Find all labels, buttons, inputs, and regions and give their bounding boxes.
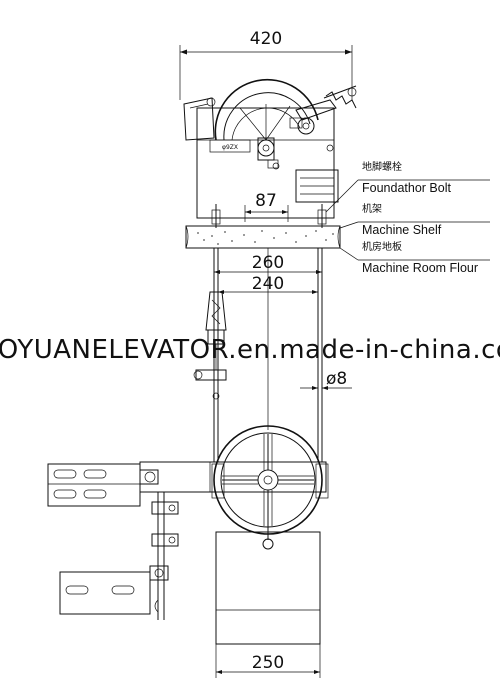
dim-250-label: 250 <box>252 653 284 673</box>
label-foundation-bolt-en: Foundathor Bolt <box>362 181 451 195</box>
machine-floor-slab <box>185 225 341 249</box>
support-rod <box>149 492 179 620</box>
label-machine-floor-en: Machine Room Flour <box>362 261 478 275</box>
dim-87-label: 87 <box>255 191 277 211</box>
tension-pulley <box>139 425 329 550</box>
speed-governor: φ9ZX <box>183 78 357 219</box>
dimension-250: 250 <box>215 644 321 678</box>
counterweight <box>215 531 321 645</box>
dim-420-label: 420 <box>250 29 282 49</box>
foundation-bolts <box>211 204 327 228</box>
governor-ropes <box>213 248 323 462</box>
label-machine-shelf-cn: 机架 <box>362 202 382 215</box>
mounting-bracket-lower <box>59 571 151 615</box>
label-foundation-bolt-cn: 地脚螺栓 <box>362 160 402 173</box>
dim-rope-dia-label: ø8 <box>326 369 347 389</box>
callout-leaders <box>325 179 490 261</box>
mounting-bracket-upper <box>47 463 141 507</box>
dimension-rope-dia: ø8 <box>300 369 352 390</box>
label-machine-shelf-en: Machine Shelf <box>362 223 442 237</box>
watermark-text: TUOYUANELEVATOR.en.made-in-china.com <box>0 335 500 365</box>
rope-clamp <box>193 291 227 400</box>
dimension-420: 420 <box>179 29 353 100</box>
label-machine-floor-cn: 机房地板 <box>362 240 402 253</box>
svg-text:φ9ZX: φ9ZX <box>222 144 238 151</box>
dimension-87: 87 <box>244 191 289 222</box>
